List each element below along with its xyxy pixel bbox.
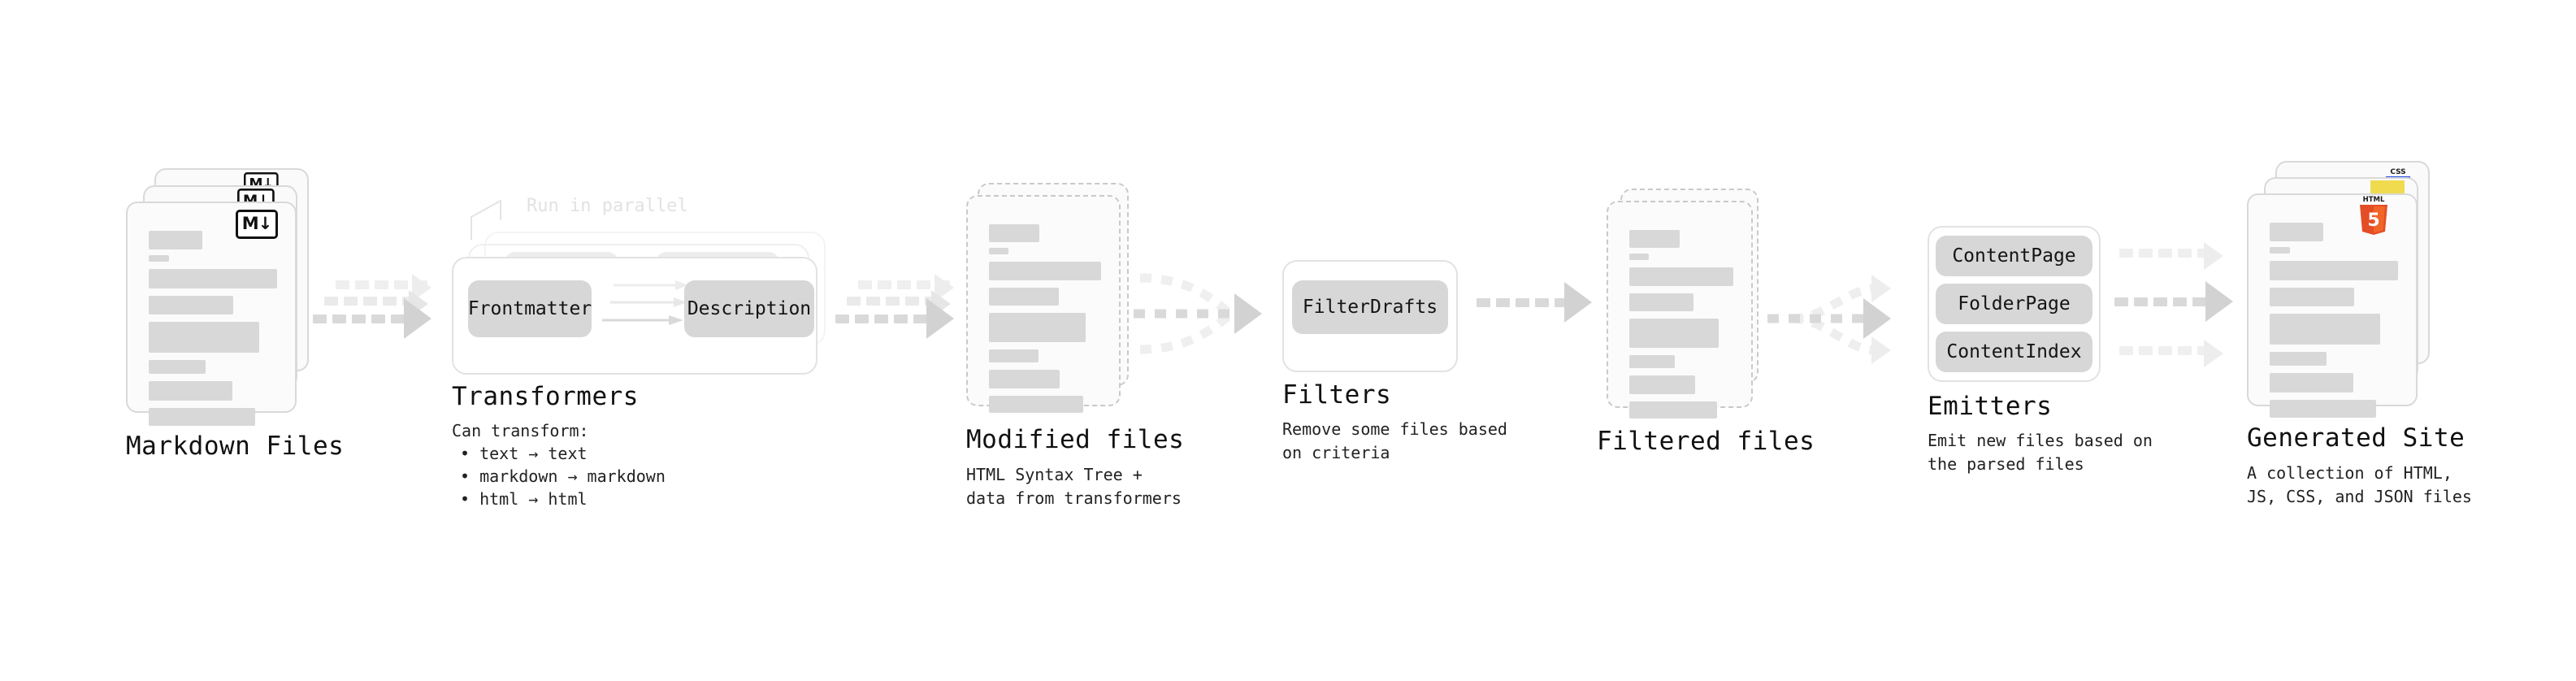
html5-badge: HTML 5: [2355, 193, 2392, 236]
connector-filters-to-filtered: [1477, 282, 1598, 339]
transformers-subtitle: Can transform:: [452, 421, 589, 440]
stage-title-modified-files: Modified files: [966, 425, 1185, 454]
generated-site-subtitle: A collection of HTML, JS, CSS, and JSON …: [2247, 463, 2472, 506]
connector-filtered-to-emitters: [1767, 244, 1922, 398]
connector-emitters-to-site: [2114, 242, 2244, 367]
file-content-lines: [1629, 230, 1733, 426]
connector-transformers-to-modified: [835, 274, 954, 349]
filter-chip-filterdrafts[interactable]: FilterDrafts: [1292, 280, 1448, 334]
emitters-subtitle: Emit new files based on the parsed files: [1928, 431, 2153, 474]
site-file-card-front: [2247, 193, 2418, 418]
run-in-parallel-bracket: [471, 199, 501, 240]
connector-md-to-transformers: [313, 274, 432, 349]
stage-title-transformers: Transformers: [452, 382, 639, 411]
connector-modified-to-filters: [1134, 268, 1272, 366]
modified-file-card-front: [966, 195, 1121, 413]
file-content-lines: [149, 231, 277, 433]
stage-title-markdown-files: Markdown Files: [126, 432, 345, 461]
stage-title-filters: Filters: [1282, 380, 1392, 410]
stage-title-filtered-files: Filtered files: [1597, 427, 1815, 456]
stage-title-emitters: Emitters: [1928, 392, 2053, 421]
emitter-chip-contentpage[interactable]: ContentPage: [1936, 236, 2092, 276]
svg-text:HTML: HTML: [2363, 196, 2385, 204]
stage-title-generated-site: Generated Site: [2247, 423, 2465, 453]
file-content-lines: [2270, 223, 2398, 425]
modified-files-subtitle: HTML Syntax Tree + data from transformer…: [966, 465, 1182, 508]
emitter-chip-folderpage[interactable]: FolderPage: [1936, 284, 2092, 324]
transformers-bullet-1: • markdown → markdown: [460, 466, 666, 486]
transformers-bullet-0: • text → text: [460, 444, 588, 463]
transformer-chip-description[interactable]: Description: [684, 280, 814, 337]
svg-text:CSS: CSS: [2390, 168, 2405, 176]
emitter-chip-contentindex[interactable]: ContentIndex: [1936, 332, 2092, 372]
transformer-chip-frontmatter[interactable]: Frontmatter: [468, 280, 592, 337]
markdown-badge-front: M↓: [236, 210, 278, 239]
filtered-file-card-front: [1607, 201, 1753, 419]
svg-text:5: 5: [2367, 210, 2379, 231]
run-in-parallel-label: Run in parallel: [527, 196, 688, 216]
file-content-lines: [989, 224, 1101, 420]
filters-subtitle: Remove some files based on criteria: [1282, 419, 1507, 462]
transformers-bullet-2: • html → html: [460, 489, 588, 509]
